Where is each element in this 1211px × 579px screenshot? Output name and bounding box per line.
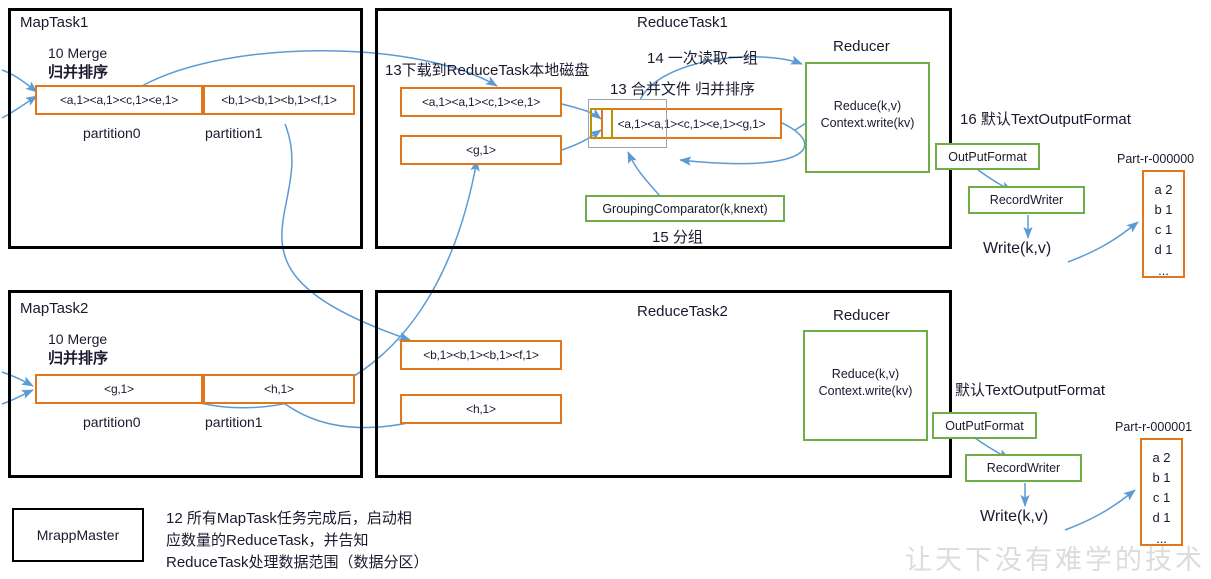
reducer1-write-label: Write(k,v)	[983, 240, 1052, 257]
part-row: a 2	[1154, 182, 1173, 197]
maptask1-title: MapTask1	[20, 14, 89, 31]
maptask2-partition1-label: partition1	[205, 414, 263, 430]
mrappmaster-box: MrappMaster	[12, 508, 144, 562]
reducetask2-title: ReduceTask2	[637, 303, 728, 320]
reducer2-code: Reduce(k,v) Context.write(kv)	[803, 366, 928, 400]
part-row: c 1	[1152, 490, 1171, 506]
mrappmaster-note-line1: 12 所有MapTask任务完成后，启动相	[166, 510, 412, 527]
maptask2-title: MapTask2	[20, 300, 89, 317]
part-row: b 1	[1154, 202, 1173, 218]
reducer2-part-name: Part-r-000001	[1115, 420, 1193, 434]
reducetask1-merged-box: <a,1><a,1><c,1><e,1><g,1>	[601, 108, 782, 139]
reducer2-part-file-box: a 2 b 1 c 1 d 1 ...	[1140, 438, 1183, 546]
reducer1-step16-label: 16 默认TextOutputFormat	[960, 111, 1131, 128]
reducetask1-file2-box: <g,1>	[400, 135, 562, 165]
maptask1-step-sort: 归并排序	[48, 64, 109, 81]
reducer1-recordwriter-box: RecordWriter	[968, 186, 1085, 214]
mrappmaster-note: 12 所有MapTask任务完成后，启动相 应数量的ReduceTask，并告知…	[166, 508, 429, 573]
reducer2-box	[803, 330, 928, 441]
reducer2-outputformat-label: 默认TextOutputFormat	[955, 382, 1106, 399]
reducetask1-file1-box: <a,1><a,1><c,1><e,1>	[400, 87, 562, 117]
mrappmaster-note-line3: ReduceTask处理数据范围（数据分区）	[166, 553, 429, 571]
reducer2-code-line1: Reduce(k,v)	[831, 367, 900, 381]
part-row: ...	[1158, 262, 1169, 278]
reducetask1-step13-merge: 13 合并文件 归并排序	[610, 81, 756, 98]
reducer2-recordwriter-box: RecordWriter	[965, 454, 1082, 482]
part-row: c 1	[1154, 222, 1173, 238]
reducer1-code: Reduce(k,v) Context.write(kv)	[805, 98, 930, 132]
part-row: a 2	[1152, 450, 1171, 465]
reducer1-part-rows: a 2 b 1 c 1 d 1 ...	[1144, 180, 1183, 281]
reducetask2-file1-box: <b,1><b,1><b,1><f,1>	[400, 340, 562, 370]
maptask1-partition1-label: partition1	[205, 125, 263, 141]
reducer1-part-name: Part-r-000000	[1117, 152, 1195, 166]
part-row: d 1	[1154, 242, 1173, 258]
maptask1-partition0-box: <a,1><a,1><c,1><e,1>	[35, 85, 203, 115]
reducetask1-step15-group: 15 分组	[652, 229, 703, 246]
maptask1-partition1-box: <b,1><b,1><b,1><f,1>	[203, 85, 355, 115]
maptask1-partition0-label: partition0	[83, 125, 141, 141]
maptask2-step-sort: 归并排序	[48, 350, 109, 367]
maptask2-partition1-box: <h,1>	[203, 374, 355, 404]
maptask2-panel	[8, 290, 363, 478]
part-row: d 1	[1152, 510, 1171, 526]
reducetask2-file2-box: <h,1>	[400, 394, 562, 424]
reducer2-part-rows: a 2 b 1 c 1 d 1 ...	[1142, 448, 1181, 549]
maptask2-partition0-label: partition0	[83, 414, 141, 430]
watermark-text: 让天下没有难学的技术	[905, 545, 1205, 576]
reducer1-box	[805, 62, 930, 173]
reducetask1-panel	[375, 8, 952, 249]
reducer1-title: Reducer	[833, 38, 890, 55]
grouping-comparator-box: GroupingComparator(k,knext)	[585, 195, 785, 222]
maptask1-step-merge: 10 Merge	[48, 45, 108, 61]
mrappmaster-note-line2: 应数量的ReduceTask，并告知	[166, 531, 369, 549]
reducer1-outputformat-box: OutPutFormat	[935, 143, 1040, 170]
reducetask1-step13-download: 13下载到ReduceTask本地磁盘	[385, 62, 590, 79]
reducetask2-panel	[375, 290, 952, 478]
reducetask1-title: ReduceTask1	[637, 14, 728, 31]
reducer1-code-line2: Context.write(kv)	[820, 115, 915, 130]
maptask2-partition0-box: <g,1>	[35, 374, 203, 404]
reducetask1-currentkey-overlay	[590, 108, 613, 139]
reducetask1-step14-read: 14 一次读取一组	[647, 50, 758, 67]
part-row: ...	[1156, 530, 1167, 546]
reducer1-part-file-box: a 2 b 1 c 1 d 1 ...	[1142, 170, 1185, 278]
maptask1-panel	[8, 8, 363, 249]
maptask2-step-merge: 10 Merge	[48, 331, 108, 347]
reducer1-code-line1: Reduce(k,v)	[833, 99, 902, 113]
reducetask1-readgroup-overlay	[588, 99, 667, 148]
reducer2-write-label: Write(k,v)	[980, 508, 1049, 525]
reducer2-outputformat-box: OutPutFormat	[932, 412, 1037, 439]
reducer2-title: Reducer	[833, 307, 890, 324]
part-row: b 1	[1152, 470, 1171, 486]
reducer2-code-line2: Context.write(kv)	[818, 383, 913, 398]
